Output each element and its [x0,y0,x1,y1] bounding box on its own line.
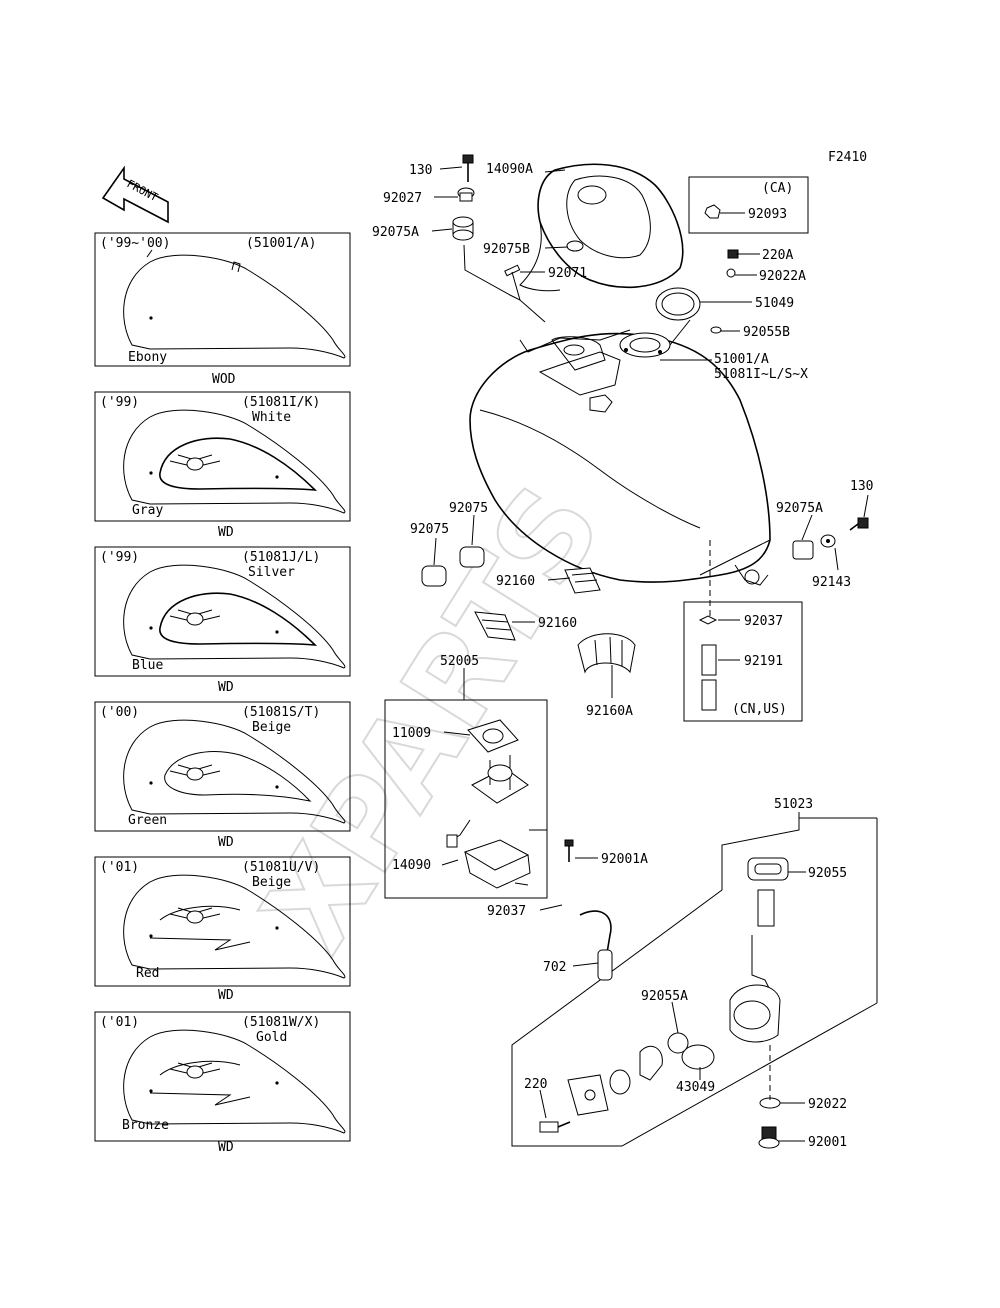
callout-14090A: 14090A [486,162,533,177]
hardware-cluster-top [452,154,584,323]
variant-panel-6: ('01) (51081W/X) Gold Bronze WD [94,1011,351,1155]
hardware-cluster-right [655,249,869,560]
ca-box: (CA) 92093 [688,176,809,234]
tank-variant-panels: ('99~'00) (51001/A) Ebony WOD ('99) (510… [94,232,351,1155]
variant-year: ('99) [100,395,139,410]
callout-92160A: 92160A [586,704,633,719]
callout-92022A: 92022A [759,269,806,284]
callout-702: 702 [543,960,566,975]
callout-92001A: 92001A [601,852,648,867]
variant-code: WOD [212,372,236,387]
cn-us-part-92037: 92037 [744,614,783,629]
leader-lines [431,166,869,1142]
variant-panel-1: ('99~'00) (51001/A) Ebony WOD [94,232,351,387]
variant-panel-4: ('00) (51081S/T) Beige Green WD [94,701,351,850]
variant-color-bottom: Red [136,966,159,981]
variant-color-top: Gold [256,1030,287,1045]
variant-color-top: White [252,410,291,425]
callout-92001: 92001 [808,1135,847,1150]
callout-43049: 43049 [676,1080,715,1095]
callout-92075A-right: 92075A [776,501,823,516]
callout-92075A: 92075A [372,225,419,240]
callout-130: 130 [409,163,432,178]
callout-51081: 51081I~L/S~X [714,367,808,382]
variant-color-bottom: Gray [132,503,163,518]
variant-year: ('99) [100,550,139,565]
variant-color-bottom: Bronze [122,1118,169,1133]
fuel-cock-assembly [511,817,878,1149]
variant-code: WD [218,988,234,1003]
variant-part-number: (51081S/T) [242,705,320,720]
variant-part-number: (51081I/K) [242,395,320,410]
callout-51001A: 51001/A [714,352,769,367]
callout-92022: 92022 [808,1097,847,1112]
ca-box-title: (CA) [762,181,793,196]
variant-code: WD [218,835,234,850]
callout-92160-a: 92160 [496,574,535,589]
cn-us-part-92191: 92191 [744,654,783,669]
callout-92075B: 92075B [483,242,530,257]
variant-part-number: (51001/A) [246,236,316,251]
variant-color-bottom: Green [128,813,167,828]
callout-51023: 51023 [774,797,813,812]
callout-labels: 130 14090A 92027 92075A 92075B 92071 220… [372,162,873,1150]
variant-code: WD [218,1140,234,1155]
variant-panel-5: ('01) (51081U/V) Beige Red WD [94,856,351,1003]
callout-220: 220 [524,1077,547,1092]
variant-year: ('00) [100,705,139,720]
callout-11009: 11009 [392,726,431,741]
callout-92055B: 92055B [743,325,790,340]
callout-51049: 51049 [755,296,794,311]
callout-92027: 92027 [383,191,422,206]
variant-code: WD [218,525,234,540]
callout-92055: 92055 [808,866,847,881]
callout-92055A: 92055A [641,989,688,1004]
variant-color-bottom: Blue [132,658,163,673]
variant-color-top: Silver [248,565,295,580]
variant-code: WD [218,680,234,695]
variant-panel-2: ('99) (51081I/K) White Gray WD [94,391,351,540]
rubber-dampers [421,546,636,674]
callout-92075-top: 92075 [449,501,488,516]
cn-us-box-title: (CN,US) [732,702,787,717]
variant-part-number: (51081U/V) [242,860,320,875]
variant-color-top: Beige [252,875,291,890]
callout-220A: 220A [762,248,793,263]
cn-us-box: 92037 92191 (CN,US) [683,601,803,722]
fuel-tank-drawing [469,329,771,620]
front-arrow-icon: FRONT [101,165,169,224]
callout-92075-left: 92075 [410,522,449,537]
callout-52005: 52005 [440,654,479,669]
callout-92143: 92143 [812,575,851,590]
variant-year: ('01) [100,860,139,875]
variant-part-number: (51081J/L) [242,550,320,565]
callout-130-right: 130 [850,479,873,494]
variant-color-bottom: Ebony [128,350,167,365]
figure-code: F2410 [828,150,867,165]
variant-color-top: Beige [252,720,291,735]
ca-box-part: 92093 [748,207,787,222]
variant-year: ('99~'00) [100,236,170,251]
tank-cover-14090A [519,163,684,292]
variant-panel-3: ('99) (51081J/L) Silver Blue WD [94,546,351,695]
callout-92037: 92037 [487,904,526,919]
variant-year: ('01) [100,1015,139,1030]
callout-14090: 14090 [392,858,431,873]
callout-92160-b: 92160 [538,616,577,631]
variant-part-number: (51081W/X) [242,1015,320,1030]
callout-92071: 92071 [548,266,587,281]
fuel-pump-assembly [384,699,574,899]
